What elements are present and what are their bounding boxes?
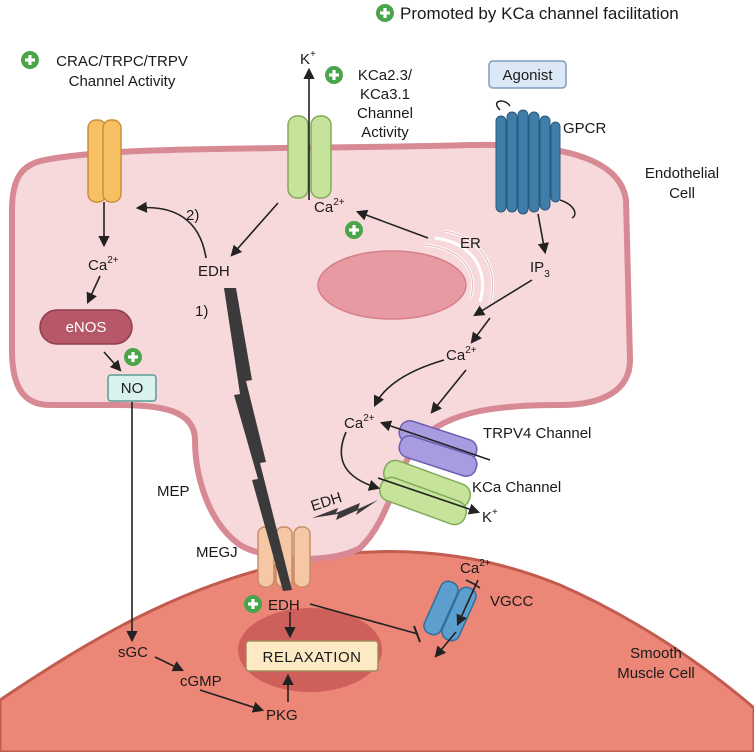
no-box (107, 374, 157, 402)
endothelial-label-1: Endothelial (645, 165, 719, 182)
kca23-plus-icon (325, 66, 343, 84)
ca-mid-label: Ca2+ (446, 345, 477, 364)
trpv4-label: TRPV4 Channel (483, 425, 591, 442)
k-top-label: K+ (300, 49, 316, 68)
enos-label: eNOS (66, 319, 107, 336)
megj-label: MEGJ (196, 544, 238, 561)
kca23-label-2: KCa3.1 (360, 86, 410, 103)
sgc-label: sGC (118, 644, 148, 661)
kca-channel-icon (378, 459, 472, 526)
endothelial-nucleus (317, 250, 467, 320)
ca-er-label: Ca2+ (314, 197, 345, 216)
kca23-label-3: Channel (357, 105, 413, 122)
crac-plus-icon (21, 51, 39, 69)
relaxation-label: RELAXATION (263, 649, 362, 666)
ca-left-label: Ca2+ (88, 255, 119, 274)
kca-channel-label: KCa Channel (472, 479, 561, 496)
ca-er-plus-icon (345, 221, 363, 239)
pkg-label: PKG (266, 707, 298, 724)
step-2-label: 2) (186, 207, 199, 224)
edh-small-lightning-icon (312, 500, 378, 520)
kca23-label-4: Activity (361, 124, 409, 141)
edh-top-label: EDH (198, 263, 230, 280)
mep-label: MEP (157, 483, 190, 500)
crac-activity-label: Channel Activity (69, 73, 176, 90)
gpcr-icon (495, 109, 561, 215)
edh-smc-plus-icon (244, 595, 262, 613)
kca23-label-1: KCa2.3/ (358, 67, 413, 84)
vgcc-ca-arrow (456, 579, 479, 627)
legend-plus-icon (376, 4, 394, 22)
agonist-label: Agonist (502, 67, 553, 84)
ca-vgcc-label: Ca2+ (460, 558, 491, 577)
ip3-label: IP3 (530, 259, 550, 280)
edh-lightning-icon (224, 288, 292, 591)
k-bottom-label: K+ (482, 507, 498, 526)
step-1-label: 1) (195, 303, 208, 320)
smc-label-2: Muscle Cell (617, 665, 695, 682)
agonist-box (488, 60, 567, 89)
enos-box (39, 309, 133, 345)
crac-channel-icon (87, 119, 122, 203)
vgcc-label: VGCC (490, 593, 534, 610)
legend-text: Promoted by KCa channel facilitation (400, 4, 679, 23)
crac-label: CRAC/TRPC/TRPV (56, 53, 188, 70)
kca23-channel-icon (287, 115, 332, 199)
er-label: ER (460, 235, 481, 252)
smc-label-1: Smooth (630, 645, 682, 662)
edh-smc-label: EDH (268, 597, 300, 614)
no-plus-icon (124, 348, 142, 366)
endothelial-label-2: Cell (669, 185, 695, 202)
relaxation-box (245, 640, 379, 672)
gpcr-label: GPCR (563, 120, 607, 137)
no-label: NO (121, 380, 144, 397)
ca-trpv-label: Ca2+ (344, 413, 375, 432)
cgmp-label: cGMP (180, 673, 222, 690)
